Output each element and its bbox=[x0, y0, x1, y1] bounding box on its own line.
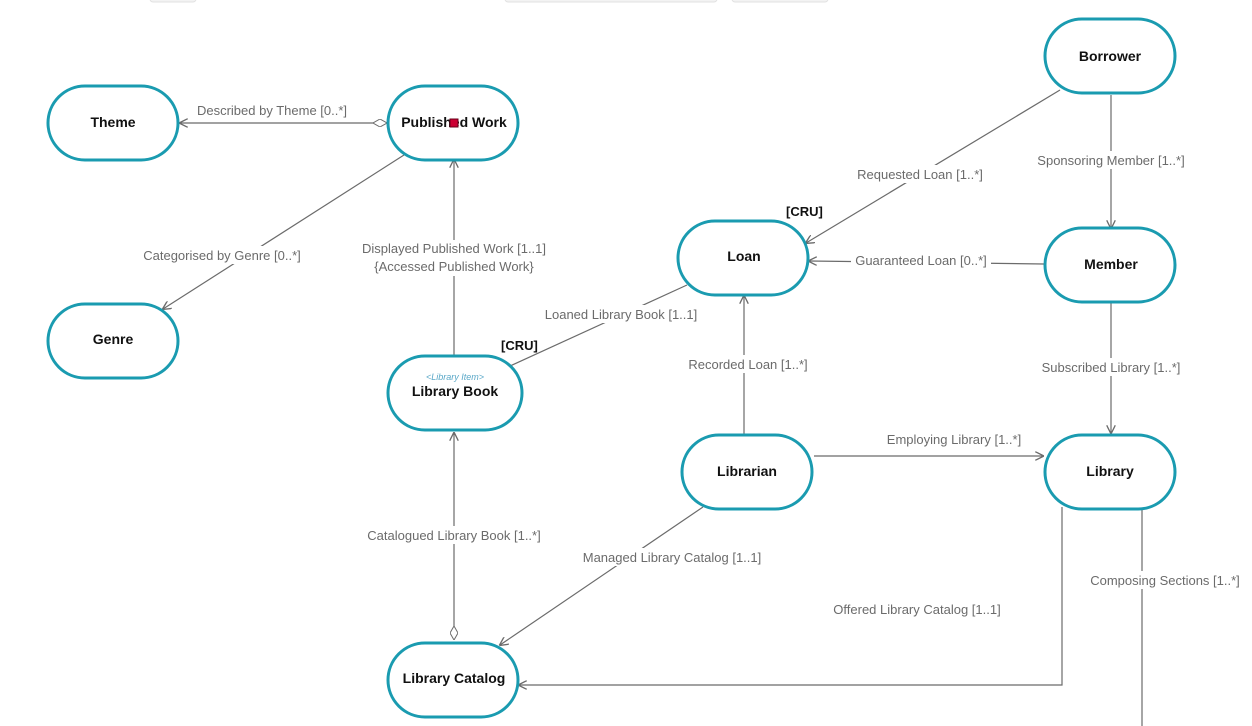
toolbar-fragment bbox=[149, 0, 197, 3]
edge-label-composing-sections: Composing Sections [1..*] bbox=[1090, 573, 1240, 588]
cru-marker-library-book: [CRU] bbox=[501, 338, 538, 353]
node-library[interactable]: Library bbox=[1043, 433, 1177, 511]
edge-label-described-by-theme: Described by Theme [0..*] bbox=[197, 103, 347, 118]
edge-label-requested-loan: Requested Loan [1..*] bbox=[857, 167, 983, 182]
edge-label-sponsoring-member: Sponsoring Member [1..*] bbox=[1037, 153, 1184, 168]
edge-categorised-by-genre[interactable] bbox=[163, 154, 405, 309]
edge-managed-library-catalog[interactable] bbox=[500, 506, 704, 645]
node-label-library-book: Library Book bbox=[412, 383, 499, 399]
node-published-work[interactable]: Published Work bbox=[386, 84, 520, 162]
node-label-library: Library bbox=[1086, 463, 1134, 479]
edge-offered-library-catalog[interactable] bbox=[519, 507, 1063, 685]
edge-label-loaned-library-book: Loaned Library Book [1..1] bbox=[545, 307, 698, 322]
node-library-book[interactable]: <Library Item> Library Book bbox=[386, 354, 524, 432]
edge-label-offered-library-catalog: Offered Library Catalog [1..1] bbox=[833, 602, 1000, 617]
node-label-theme: Theme bbox=[90, 114, 135, 130]
toolbar-fragment bbox=[504, 0, 718, 3]
edge-label-accessed-published-work: {Accessed Published Work} bbox=[374, 259, 534, 274]
node-genre[interactable]: Genre bbox=[46, 302, 180, 380]
cru-marker-loan: [CRU] bbox=[786, 204, 823, 219]
edge-label-guaranteed-loan: Guaranteed Loan [0..*] bbox=[855, 253, 987, 268]
selection-handle-icon[interactable] bbox=[449, 118, 459, 128]
node-loan[interactable]: Loan bbox=[676, 219, 810, 297]
edge-label-displayed-published-work: Displayed Published Work [1..1] bbox=[362, 241, 546, 256]
node-librarian[interactable]: Librarian bbox=[680, 433, 814, 511]
edge-label-subscribed-library: Subscribed Library [1..*] bbox=[1042, 360, 1181, 375]
node-label-library-catalog: Library Catalog bbox=[403, 670, 506, 686]
node-borrower[interactable]: Borrower bbox=[1043, 17, 1177, 95]
toolbar-fragment bbox=[731, 0, 829, 3]
edge-label-recorded-loan: Recorded Loan [1..*] bbox=[688, 357, 807, 372]
edge-loaned-library-book[interactable] bbox=[497, 284, 688, 372]
edge-label-categorised-by-genre: Categorised by Genre [0..*] bbox=[143, 248, 301, 263]
node-theme[interactable]: Theme bbox=[46, 84, 180, 162]
node-stereotype-library-book: <Library Item> bbox=[426, 372, 484, 382]
edge-label-managed-library-catalog: Managed Library Catalog [1..1] bbox=[583, 550, 762, 565]
node-label-librarian: Librarian bbox=[717, 463, 777, 479]
edge-label-catalogued-library-book: Catalogued Library Book [1..*] bbox=[367, 528, 540, 543]
node-library-catalog[interactable]: Library Catalog bbox=[386, 641, 520, 719]
edge-label-employing-library: Employing Library [1..*] bbox=[887, 432, 1021, 447]
node-label-loan: Loan bbox=[727, 248, 760, 264]
node-member[interactable]: Member bbox=[1043, 226, 1177, 304]
node-label-genre: Genre bbox=[93, 331, 134, 347]
node-label-borrower: Borrower bbox=[1079, 48, 1142, 64]
node-label-member: Member bbox=[1084, 256, 1138, 272]
